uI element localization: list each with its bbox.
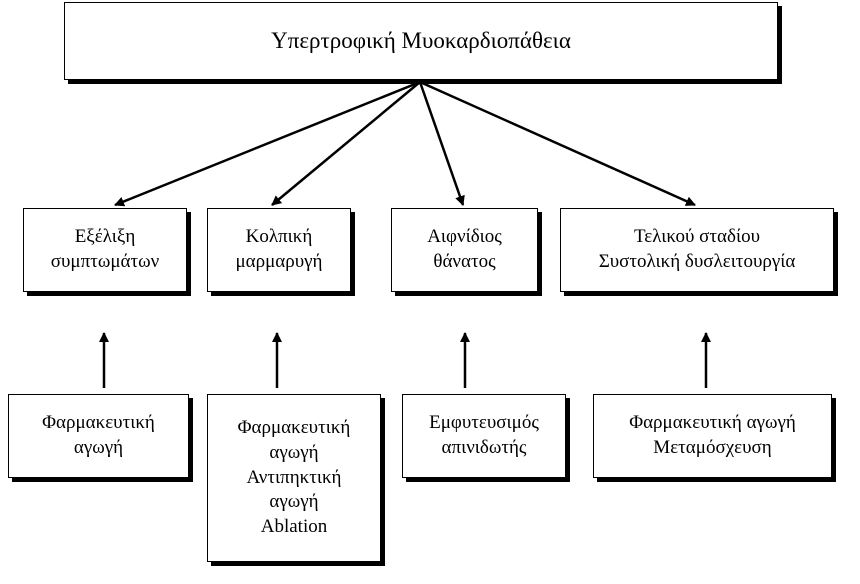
title-text: Υπερτροφική Μυοκαρδιοπάθεια — [271, 28, 571, 53]
treatment-1-line-2: αγωγή — [73, 437, 124, 458]
outcome-1-line-1: Εξέλιξη — [74, 226, 136, 248]
treatment-4-line-1: Φαρμακευτική αγωγή — [629, 412, 796, 434]
arrow-title-to-outcome-4 — [419, 80, 696, 207]
treatment-2-line-5: Ablation — [260, 516, 328, 538]
outcome-3-line-2: θάνατος — [433, 251, 496, 272]
treatment-3-line-1: Εμφυτευσιμός — [429, 412, 539, 434]
outcome-2-line-2: μαρμαρυγή — [235, 251, 323, 272]
treatment-box-4: Φαρμακευτική αγωγή Μεταμόσχευση — [593, 394, 832, 478]
outcome-3-line-1: Αιφνίδιος — [427, 226, 502, 248]
treatment-3-line-2: απινιδωτής — [441, 437, 527, 458]
treatment-1-line-1: Φαρμακευτική — [42, 412, 155, 434]
outcome-4-line-2: Συστολική δυσλειτουργία — [598, 251, 796, 272]
treatment-2-line-3: Αντιπηκτική — [246, 466, 342, 488]
treatment-box-1: Φαρμακευτική αγωγή — [8, 394, 189, 478]
title-box: Υπερτροφική Μυοκαρδιοπάθεια — [64, 2, 778, 80]
outcome-1-line-2: συμπτωμάτων — [50, 251, 160, 272]
treatment-box-2: Φαρμακευτική αγωγή Αντιπηκτική αγωγή Abl… — [207, 394, 381, 562]
outcome-2-line-1: Κολπική — [245, 226, 313, 248]
arrow-title-to-outcome-2 — [271, 81, 421, 206]
arrow-title-to-outcome-3 — [418, 81, 465, 206]
treatment-box-3: Εμφυτευσιμός απινιδωτής — [402, 394, 566, 478]
treatment-2-line-2: αγωγή — [269, 441, 319, 463]
outcome-4-line-1: Τελικού σταδίου — [634, 226, 760, 248]
outcome-box-atrial-fibrillation: Κολπική μαρμαρυγή — [207, 208, 351, 292]
outcome-box-symptom-progression: Εξέλιξη συμπτωμάτων — [23, 208, 187, 292]
arrow-title-to-outcome-1 — [114, 80, 421, 207]
treatment-2-line-4: αγωγή — [269, 491, 319, 513]
outcome-box-systolic-dysfunction: Τελικού σταδίου Συστολική δυσλειτουργία — [560, 208, 834, 292]
treatment-2-line-1: Φαρμακευτική — [237, 417, 351, 439]
outcome-box-sudden-death: Αιφνίδιος θάνατος — [391, 208, 538, 292]
treatment-4-line-2: Μεταμόσχευση — [653, 437, 772, 458]
